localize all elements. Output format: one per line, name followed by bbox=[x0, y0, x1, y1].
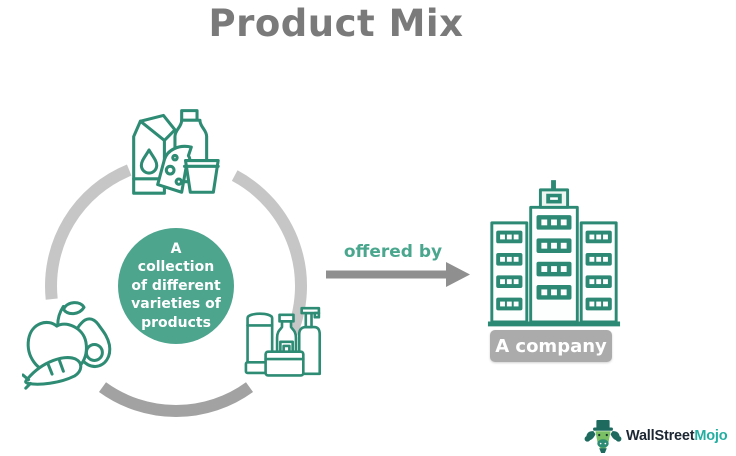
fruits-vegetables-icon bbox=[22, 301, 112, 390]
brand-name-mojo: Mojo bbox=[694, 428, 728, 444]
right-arrow-icon bbox=[326, 262, 470, 287]
bull-mascot-icon bbox=[584, 419, 622, 453]
cosmetics-icon bbox=[244, 306, 322, 377]
arrow-label: offered by bbox=[343, 242, 443, 262]
brand-name-wallstreet: WallStreet bbox=[626, 428, 695, 444]
center-definition-circle: A collection of different varieties of p… bbox=[118, 228, 234, 344]
brand-name: WallStreetMojo bbox=[626, 428, 728, 444]
center-definition-text: A collection of different varieties of p… bbox=[131, 240, 221, 331]
dairy-products-icon bbox=[132, 109, 220, 195]
cycle-ring-arcs bbox=[45, 164, 307, 417]
company-label: A company bbox=[490, 330, 612, 362]
brand-logo: WallStreetMojo bbox=[584, 419, 728, 453]
company-building-icon bbox=[487, 180, 621, 327]
page-title: Product Mix bbox=[208, 2, 464, 45]
